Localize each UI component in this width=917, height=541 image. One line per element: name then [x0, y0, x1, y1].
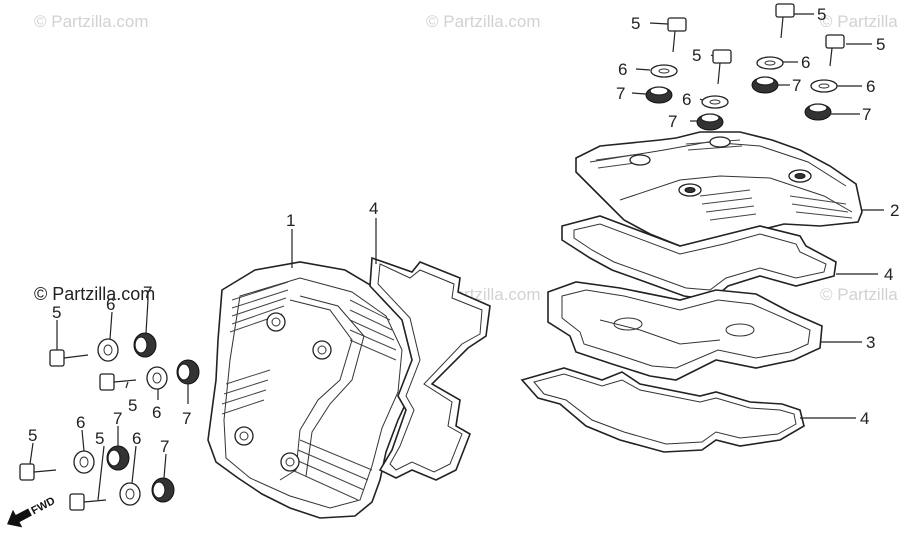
forward-arrow-icon	[7, 508, 32, 528]
seal-frame-part-3[interactable]	[547, 281, 823, 381]
gasket-part-4-lower[interactable]	[520, 367, 805, 453]
callout-7-l-d: 7	[160, 437, 169, 456]
bolt-icon[interactable]	[69, 493, 107, 511]
bolt-icon[interactable]	[19, 463, 57, 481]
head-cover-part-2[interactable]	[575, 131, 863, 247]
gasket-part-4-upper[interactable]	[561, 215, 837, 301]
callout-1: 1	[286, 211, 295, 230]
callout-7-tr-a: 7	[616, 84, 625, 103]
callout-5-l-b: 5	[128, 396, 137, 415]
watermark-top-right: © Partzilla	[820, 12, 898, 31]
gasket-part-4-middle[interactable]	[369, 256, 491, 481]
bolt-icon[interactable]	[825, 34, 845, 67]
washer-icon[interactable]	[810, 79, 838, 93]
washer-icon[interactable]	[146, 366, 168, 390]
head-cover-part-1[interactable]	[207, 261, 419, 519]
callout-7-tr-d: 7	[862, 105, 871, 124]
forward-direction-indicator: FWD	[7, 495, 57, 528]
bolt-icon[interactable]	[712, 49, 732, 85]
callout-6-tr-a: 6	[618, 60, 627, 79]
callout-5-l-c: 5	[28, 426, 37, 445]
washer-icon[interactable]	[119, 482, 141, 506]
washer-icon[interactable]	[97, 338, 119, 362]
callout-5-tr-b: 5	[817, 5, 826, 24]
bolt-icon[interactable]	[49, 349, 89, 367]
callout-4-lower: 4	[860, 409, 869, 428]
bolt-icon[interactable]	[667, 17, 687, 53]
callout-6-tr-c: 6	[682, 90, 691, 109]
callout-7-tr-b: 7	[792, 76, 801, 95]
hardware-top-right	[645, 3, 845, 131]
callout-5-l-d: 5	[95, 429, 104, 448]
watermark-left-middle: © Partzilla.com	[34, 284, 155, 304]
callout-4-upper: 4	[884, 265, 893, 284]
callout-6-tr-d: 6	[866, 77, 875, 96]
watermark-right-middle: © Partzilla	[820, 285, 898, 304]
callout-6-l-a: 6	[106, 295, 115, 314]
callout-6-l-c: 6	[76, 413, 85, 432]
callout-4-middle: 4	[369, 199, 378, 218]
callout-6-tr-b: 6	[801, 53, 810, 72]
washer-icon[interactable]	[701, 95, 729, 109]
leader-lines	[29, 13, 884, 501]
washer-icon[interactable]	[73, 450, 95, 474]
callout-5-l-a: 5	[52, 303, 61, 322]
callout-5-tr-d: 5	[876, 35, 885, 54]
fwd-label: FWD	[29, 495, 57, 517]
watermark-top-left: © Partzilla.com	[34, 12, 149, 31]
callout-6-l-d: 6	[132, 429, 141, 448]
callout-6-l-b: 6	[152, 403, 161, 422]
bolt-icon[interactable]	[99, 373, 137, 391]
callout-3: 3	[866, 333, 875, 352]
callout-7-l-a: 7	[143, 283, 152, 302]
callout-7-l-c: 7	[113, 409, 122, 428]
washer-icon[interactable]	[650, 64, 678, 78]
callout-7-tr-c: 7	[668, 112, 677, 131]
callout-2: 2	[890, 201, 899, 220]
washer-icon[interactable]	[756, 56, 784, 70]
hardware-left	[19, 332, 200, 511]
callout-5-tr-a: 5	[631, 14, 640, 33]
bolt-icon[interactable]	[775, 3, 795, 39]
watermark-top-center: © Partzilla.com	[426, 12, 541, 31]
callout-5-tr-c: 5	[692, 46, 701, 65]
callout-7-l-b: 7	[182, 409, 191, 428]
